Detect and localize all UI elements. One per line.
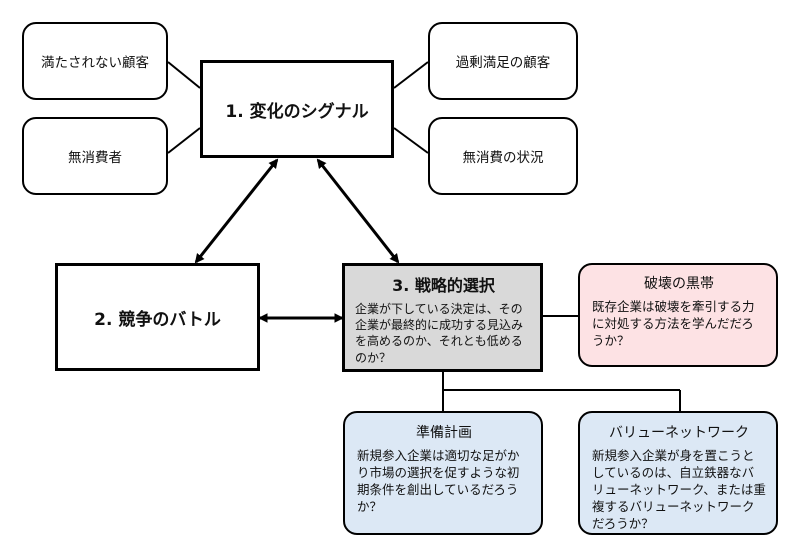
nonconsumption-context-box: 無消費の状況 — [428, 117, 578, 195]
preparation-plan-box: 準備計画 新規参入企業は適切な足がかり市場の選択を促すような初期条件を創出してい… — [343, 411, 543, 535]
link-overserved-to-signals — [393, 61, 429, 89]
preparation-plan-text: 新規参入企業は適切な足がかり市場の選択を促すような初期条件を創出しているだろうか… — [357, 448, 520, 514]
link-nonconsumers-to-signals — [167, 127, 201, 154]
link-context-to-signals — [393, 127, 429, 154]
link-unmet-to-signals — [167, 61, 201, 89]
strategic-choice-title: 3. 戦略的選択 — [392, 276, 495, 295]
strategic-choice-box: 3. 戦略的選択 企業が下している決定は、その企業が最終的に成功する見込みを高め… — [342, 263, 543, 372]
unmet-customers-box: 満たされない顧客 — [22, 22, 168, 100]
overserved-customers-box: 過剰満足の顧客 — [428, 22, 578, 100]
disruption-belt-box: 破壊の黒帯 既存企業は破壊を牽引する力に対処する方法を学んだだろうか？ — [578, 263, 778, 367]
value-network-text: 新規参入企業が身を置こうとしているのは、自立鉄器なバリューネットワーク、または重… — [592, 448, 766, 531]
arrow-signals-choice — [316, 158, 400, 264]
value-network-title: バリューネットワーク — [609, 425, 749, 441]
strategic-choice-text: 企業が下している決定は、その企業が最終的に成功する見込みを高めるのか、それとも低… — [355, 302, 524, 365]
disruption-belt-title: 破壊の黒帯 — [644, 276, 714, 292]
overserved-customers-label: 過剰満足の顧客 — [455, 55, 551, 71]
competitive-battle-box: 2. 競争のバトル — [55, 263, 260, 371]
arrow-signals-battle — [194, 158, 279, 264]
value-network-box: バリューネットワーク 新規参入企業が身を置こうとしているのは、自立鉄器なバリュー… — [578, 411, 778, 535]
signals-of-change-box: 1. 変化のシグナル — [200, 60, 394, 158]
signals-of-change-title: 1. 変化のシグナル — [225, 101, 369, 122]
disruption-belt-text: 既存企業は破壊を牽引する力に対処する方法を学んだだろうか？ — [592, 299, 755, 348]
nonconsumers-box: 無消費者 — [22, 117, 168, 195]
nonconsumers-label: 無消費者 — [68, 150, 122, 166]
competitive-battle-title: 2. 競争のバトル — [94, 309, 221, 330]
preparation-plan-title: 準備計画 — [416, 425, 472, 441]
nonconsumption-context-label: 無消費の状況 — [462, 150, 544, 166]
unmet-customers-label: 満たされない顧客 — [41, 55, 149, 71]
